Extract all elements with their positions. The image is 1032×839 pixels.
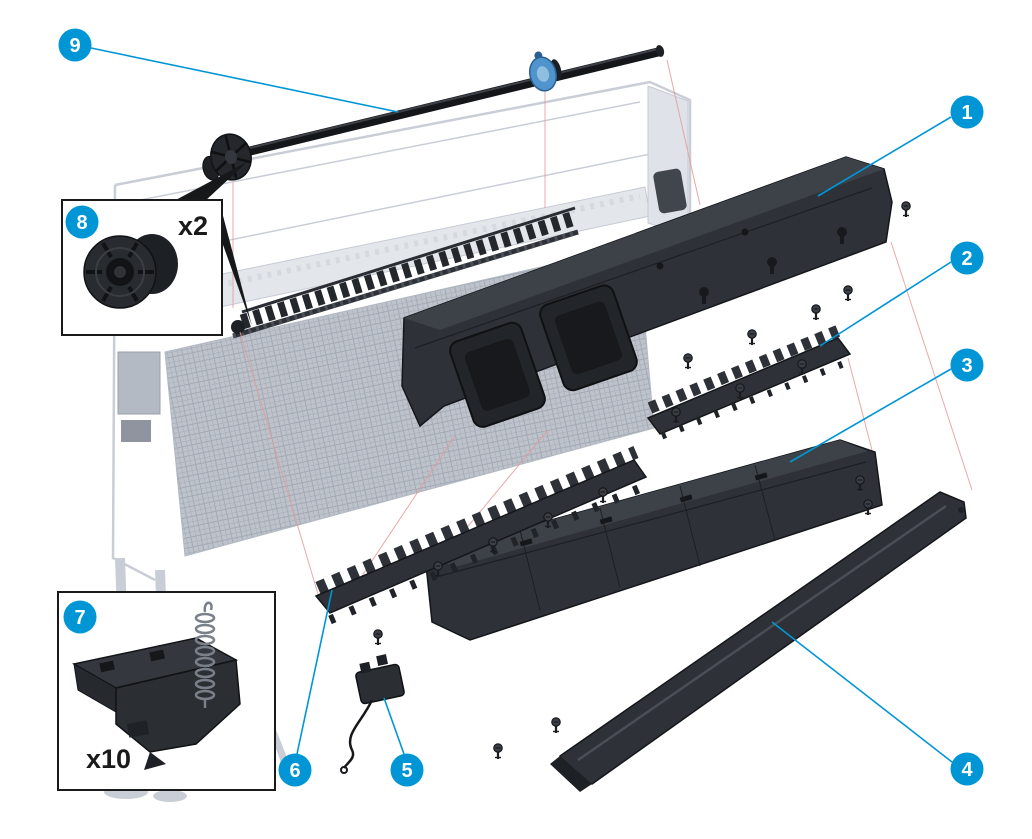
screw [862,498,874,517]
callout-3-label: 3 [961,355,972,377]
mount-rail-part-6 [314,446,652,625]
spindle-right-tip [655,45,665,57]
leader-9 [90,47,399,113]
bracket-part-drawing [71,601,241,770]
screw [597,486,609,505]
rail-teeth [315,446,639,594]
callout-7-label: 7 [74,607,85,629]
left-electronics-faded [117,351,161,415]
inset-box-7: x10 [57,591,276,791]
screw [900,200,912,219]
screw [810,303,822,322]
screw [682,352,694,371]
callout-5: 5 [390,753,424,787]
clip-rail-part-2 [646,324,852,440]
callout-8: 8 [65,205,99,239]
sensor-bracket-part-5 [340,654,405,774]
callout-6: 6 [278,753,312,787]
callout-8-label: 8 [76,212,87,234]
tension-spring [194,601,216,708]
spiral-rod [232,229,579,339]
leader-4 [771,621,953,763]
cover-pocket-left [449,321,546,428]
spindle-assembly-part-9 [202,45,665,181]
callout-7: 7 [63,600,97,634]
spindle-hub-blue [528,51,558,92]
callout-9-label: 9 [69,35,80,57]
leader-6 [296,589,333,755]
screw [550,716,562,735]
pinch-clip-rail [231,206,579,339]
callout-1: 1 [950,95,984,129]
callout-6-label: 6 [289,760,300,782]
leader-2 [819,261,952,347]
screw [746,328,758,347]
leader-5 [383,697,405,755]
callout-1-label: 1 [961,102,972,124]
screw [492,742,504,761]
callout-3: 3 [950,348,984,382]
inset-7-multiplier: x10 [86,744,131,774]
hub-part-drawing [83,234,178,309]
callout-2-label: 2 [961,248,972,270]
cover-pocket-right [539,284,638,392]
trim-bar-part-4 [550,491,967,792]
leader-lines [90,47,953,763]
spindle-holder-right [653,168,687,214]
spindle-left-flange [202,133,252,181]
leader-1 [817,116,952,197]
inset-8-pointer-wedges [172,162,252,326]
screw [372,628,384,647]
callout-4: 4 [950,752,984,786]
leader-3 [789,368,952,463]
clip-teeth [239,210,578,330]
sensor-cable [342,699,374,769]
callout-2: 2 [950,241,984,275]
callout-9: 9 [58,28,92,62]
top-cover-part-1 [401,156,893,428]
screw [842,284,854,303]
callout-badges: 1 2 3 4 5 6 7 8 [58,28,984,787]
spindle-rod [241,47,663,157]
right-arm-faded [647,85,689,237]
inset-8-multiplier: x2 [178,211,208,241]
rail-teeth [647,324,843,414]
callout-4-label: 4 [961,759,973,781]
callout-5-label: 5 [401,760,412,782]
